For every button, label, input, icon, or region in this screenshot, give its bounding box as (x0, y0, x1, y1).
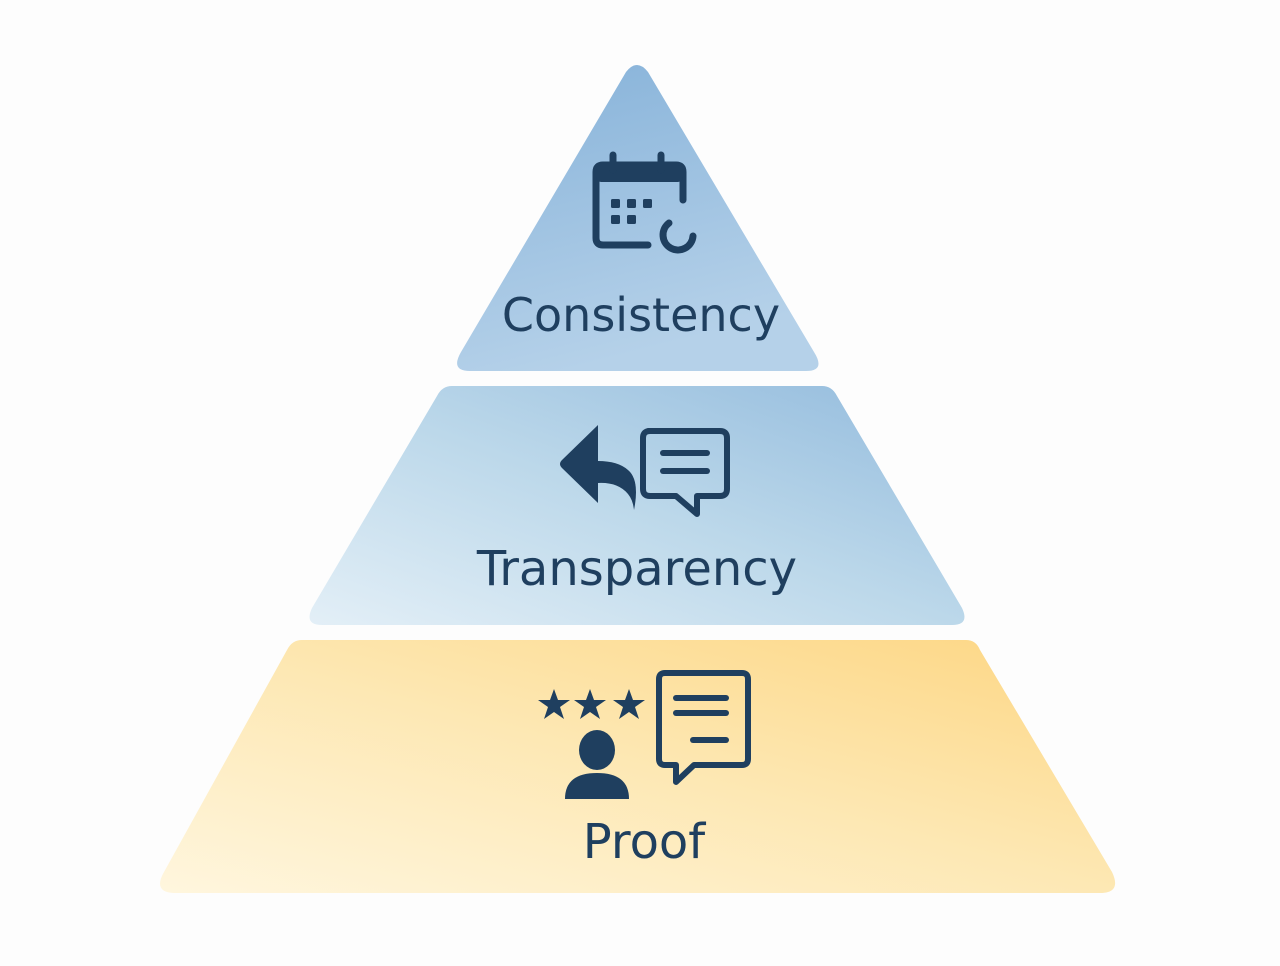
tier-consistency: Consistency (457, 65, 819, 371)
reply-message-icon (560, 425, 730, 517)
tier-transparency: Transparency (309, 386, 965, 625)
tier-label-transparency: Transparency (476, 541, 797, 597)
three-stars-icon (538, 689, 645, 719)
tier-label-proof: Proof (583, 814, 707, 870)
tier-label-consistency: Consistency (502, 288, 780, 342)
tier-proof: Proof (160, 640, 1116, 893)
person-icon (565, 730, 629, 799)
rating-review-icon (538, 670, 751, 799)
calendar-refresh-icon (592, 151, 697, 254)
